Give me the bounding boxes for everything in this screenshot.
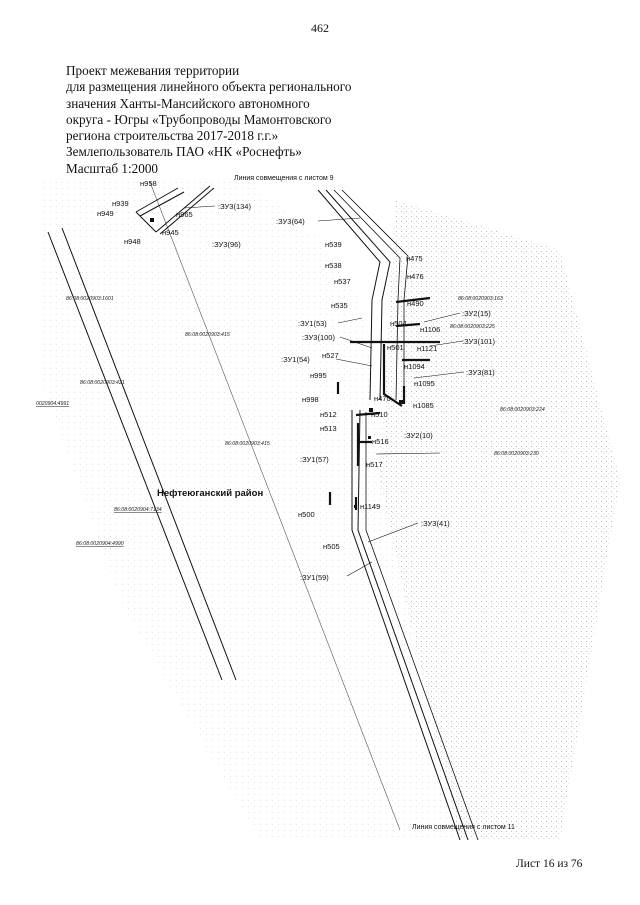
scale-line: Масштаб 1:2000 — [66, 160, 159, 176]
cadastral-number: 86:08:0020904:7134 — [114, 507, 162, 513]
cadastral-number: 86:08:0020903:163 — [458, 296, 503, 302]
parcel-label: :ЗУ3(96) — [212, 240, 241, 249]
cadastral-number: 86:08:0020903:421 — [80, 380, 125, 386]
cadastral-number: 86:08:0020903:230 — [494, 451, 539, 457]
terrain-left — [42, 182, 470, 840]
point-label: н476 — [407, 272, 424, 281]
cadastral-number: 86:08:0020903:1601 — [66, 296, 114, 302]
point-label: н1106 — [420, 325, 440, 334]
point-label: н535 — [331, 301, 348, 310]
point-label: н490 — [407, 299, 424, 308]
point-label: н500 — [298, 510, 315, 519]
point-label: н995 — [310, 371, 327, 380]
page-number: 462 — [311, 21, 329, 35]
point-label: н998 — [302, 395, 319, 404]
sheet-footer: Лист 16 из 76 — [516, 858, 583, 870]
cadastral-number: 86:08:0020903:415 — [185, 332, 230, 338]
parcel-label: :ЗУ3(134) — [218, 202, 251, 211]
point-label: н939 — [112, 199, 129, 208]
title-line: региона строительства 2017-2018 г.г.» — [66, 128, 279, 144]
pipeline-corridor — [317, 189, 479, 841]
title-line: округа - Югры «Трубопроводы Мамонтовског… — [66, 111, 332, 127]
marker-icon — [150, 218, 154, 222]
boundary-lines-left — [47, 181, 401, 831]
point-label: н513 — [320, 424, 337, 433]
point-label: н1121 — [417, 344, 437, 353]
point-label: н470 — [374, 394, 391, 403]
point-label: н539 — [325, 240, 342, 249]
parcel-label: :ЗУ1(59) — [300, 573, 329, 582]
cadastral-number: 86:08:0020904:4990 — [76, 541, 124, 547]
parcel-boundaries — [328, 296, 440, 510]
point-label: н958 — [140, 179, 157, 188]
parcel-label: :ЗУ2(15) — [462, 309, 491, 318]
parcel-label: :ЗУ2(10) — [404, 431, 433, 440]
point-label: н501 — [387, 343, 404, 352]
cadastral-number: 86:08:0020903:225 — [450, 324, 495, 330]
parcel-label: :ЗУ3(41) — [421, 519, 450, 528]
point-label: н945 — [162, 228, 179, 237]
parcel-label: :ЗУ3(100) — [302, 333, 335, 342]
district-label: Нефтеюганский район — [157, 488, 263, 499]
junction-line-top: Линия совмещения с листом 9 — [234, 175, 334, 182]
upper-left-object — [135, 185, 215, 235]
point-label: н517 — [366, 460, 383, 469]
point-label: н1149 — [360, 502, 380, 511]
point-label: н475 — [406, 254, 423, 263]
title-block: Проект межевания территории для размещен… — [66, 63, 396, 177]
point-label: н949 — [97, 209, 114, 218]
parcel-label: :ЗУ3(64) — [276, 217, 305, 226]
point-label: н1094 — [404, 362, 425, 371]
parcel-label: :ЗУ3(101) — [462, 337, 495, 346]
cadastral-number: 86:08:0020903:415 — [225, 441, 270, 447]
point-label: н516 — [372, 437, 389, 446]
title-line: значения Ханты-Мансийского автономного — [66, 95, 310, 111]
parcel-label: :ЗУ1(53) — [298, 319, 327, 328]
point-markers — [354, 400, 403, 508]
title-line: Проект межевания территории — [66, 63, 240, 78]
point-label: н527 — [322, 351, 339, 360]
point-label: н504 — [390, 319, 407, 328]
point-label: н948 — [124, 237, 141, 246]
point-label: н512 — [320, 410, 337, 419]
parcel-label: :ЗУ3(81) — [466, 368, 495, 377]
junction-line-bottom: Линия совмещения с листом 11 — [412, 824, 515, 831]
leader-lines — [183, 205, 465, 577]
point-label: н538 — [325, 261, 342, 270]
point-label: н537 — [334, 277, 351, 286]
cadastral-number: 0020904:4991 — [36, 401, 69, 407]
point-label: н510 — [371, 410, 388, 419]
point-label: н505 — [323, 542, 340, 551]
terrain-right — [380, 200, 620, 840]
cadastral-number: 86:08:0020903:224 — [500, 407, 545, 413]
land-user-line: Землепользователь ПАО «НК «Роснефть» — [66, 144, 302, 160]
point-label: н1085 — [413, 401, 434, 410]
parcel-label: :ЗУ1(54) — [281, 355, 310, 364]
parcel-label: :ЗУ1(57) — [300, 455, 329, 464]
point-label: н1095 — [414, 379, 435, 388]
title-line: для размещения линейного объекта региона… — [66, 79, 352, 95]
point-label: н965 — [176, 210, 193, 219]
